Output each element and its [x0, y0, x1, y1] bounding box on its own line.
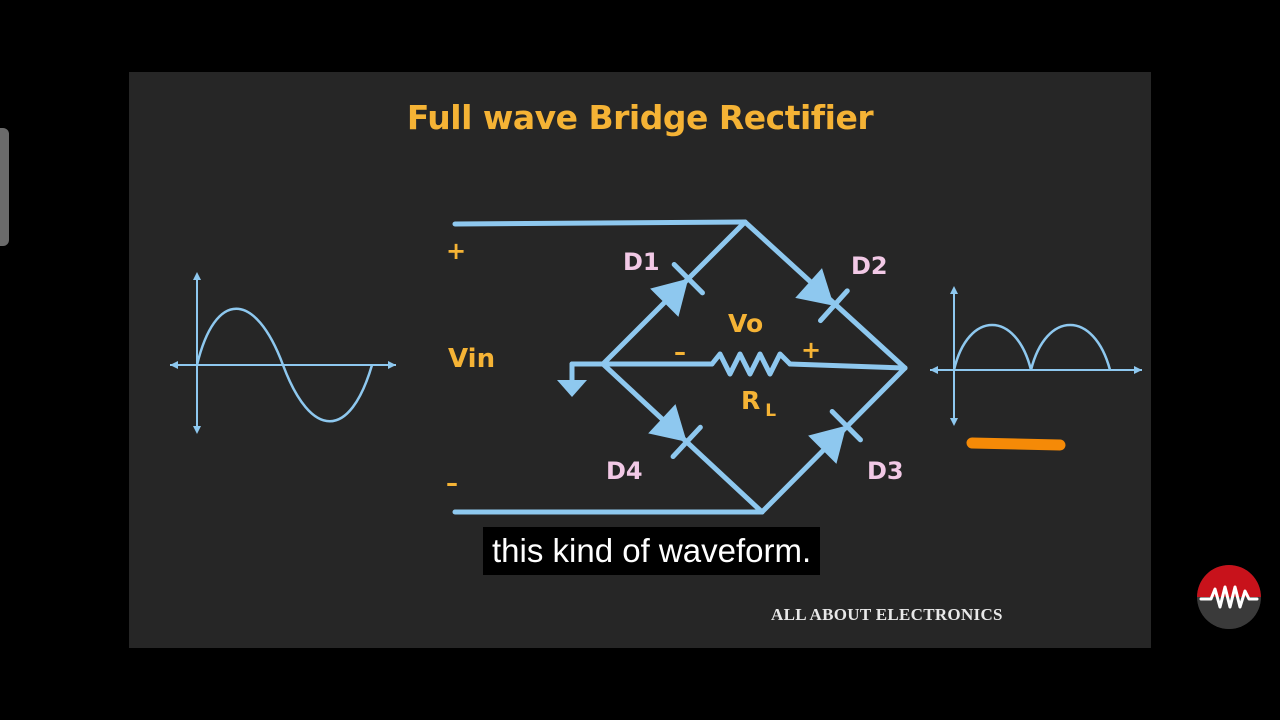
diode-d3	[808, 409, 863, 464]
load-resistor	[709, 351, 793, 377]
input-plus-sign: +	[446, 237, 466, 265]
d3-label: D3	[867, 457, 904, 485]
input-minus-sign: –	[446, 469, 458, 497]
diode-d2	[795, 268, 850, 324]
channel-watermark: ALL ABOUT ELECTRONICS	[771, 605, 1003, 624]
input-sine-wave	[195, 307, 374, 423]
video-caption: this kind of waveform.	[483, 527, 821, 575]
load-wire-right	[787, 361, 908, 371]
vo-label: Vo	[728, 309, 763, 338]
output-rectified-wave	[952, 323, 1112, 371]
waveform-logo-icon[interactable]	[1197, 565, 1261, 629]
d2-label: D2	[851, 252, 888, 280]
load-label-main: R	[741, 386, 760, 415]
diode-d4	[648, 404, 703, 460]
highlight-underline-mark	[966, 437, 1066, 451]
load-minus-sign: –	[674, 338, 686, 366]
d4-label: D4	[606, 457, 643, 485]
top-input-wire	[452, 219, 748, 227]
load-label-subscript: L	[765, 401, 776, 421]
diode-d1	[650, 262, 705, 317]
ground-icon	[557, 380, 587, 397]
slide-title: Full wave Bridge Rectifier	[406, 98, 874, 137]
d1-label: D1	[623, 248, 660, 276]
load-plus-sign: +	[801, 336, 821, 364]
vin-label: Vin	[448, 344, 495, 374]
edge-panel-handle[interactable]	[0, 128, 9, 246]
